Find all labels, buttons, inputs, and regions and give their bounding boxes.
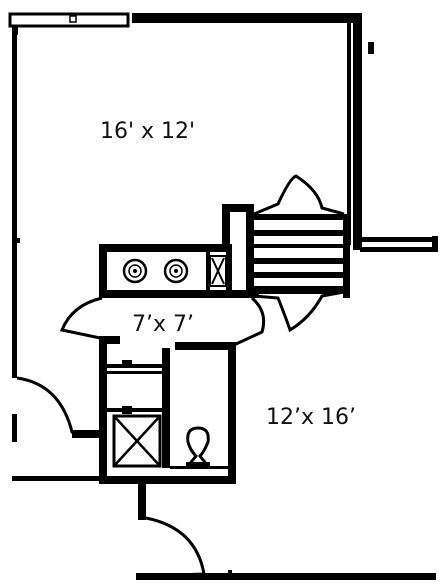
- shower-cross-icon: [112, 414, 162, 468]
- small-room-doors: [59, 296, 266, 350]
- room-label-main: 16' x 12': [100, 119, 195, 144]
- lower-walls: [12, 476, 436, 580]
- sink-icon: [122, 258, 148, 284]
- room-label-small: 7’x 7’: [132, 312, 194, 337]
- kitchen-counter: [99, 244, 259, 298]
- toilet-icon: [184, 426, 212, 468]
- room-label-lower: 12’x 16’: [266, 405, 356, 430]
- door-swings-right: [253, 174, 345, 333]
- sink-icon: [163, 258, 189, 284]
- outer-walls: [8, 12, 374, 442]
- left-door: [16, 376, 100, 438]
- entry-walls: [222, 204, 438, 298]
